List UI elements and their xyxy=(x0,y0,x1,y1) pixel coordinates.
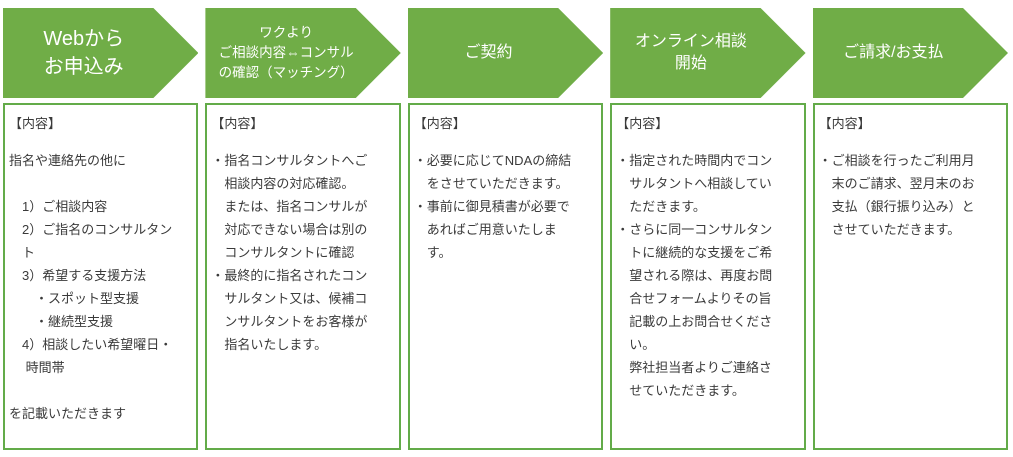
detail-body: ・必要に応じてNDAの締結 をさせていただきます。 ・事前に御見積書が必要で あ… xyxy=(413,153,572,260)
detail-heading: 【内容】 xyxy=(413,116,466,131)
step-title: Webから お申込み xyxy=(43,28,125,78)
process-step-column-4: オンライン相談 開始 【内容】 ・指定された時間内でコン サルタントへ相談してい… xyxy=(610,8,806,450)
detail-body: ・指名コンサルタントへご 相談内容の対応確認。 または、指名コンサルが 対応でき… xyxy=(211,153,368,352)
step-detail-box: 【内容】 ・ご相談を行ったご利用月 末のご請求、翌月末のお 支払（銀行振り込み）… xyxy=(812,103,1008,450)
step-arrow-billing-payment: ご請求/お支払 xyxy=(813,8,1008,98)
process-step-column-1: Webから お申込み 【内容】 指名や連絡先の他に 1）ご相談内容 2）ご指名の… xyxy=(3,8,199,450)
detail-heading: 【内容】 xyxy=(211,116,264,131)
detail-body: 指名や連絡先の他に 1）ご相談内容 2）ご指名のコンサルタン ト 3）希望する支… xyxy=(9,153,173,421)
step-title: オンライン相談 開始 xyxy=(634,33,747,72)
step-detail-box: 【内容】 ・指定された時間内でコン サルタントへ相談してい ただきます。 ・さら… xyxy=(610,103,806,450)
step-detail-box: 【内容】 ・指名コンサルタントへご 相談内容の対応確認。 または、指名コンサルが… xyxy=(205,103,401,450)
step-arrow-contract: ご契約 xyxy=(408,8,603,98)
detail-heading: 【内容】 xyxy=(9,116,62,131)
process-step-column-2: ワクより ご相談内容⇔コンサル の確認（マッチング） 【内容】 ・指名コンサルタ… xyxy=(205,8,401,450)
step-title: ワクより ご相談内容⇔コンサル の確認（マッチング） xyxy=(218,25,354,80)
step-arrow-matching: ワクより ご相談内容⇔コンサル の確認（マッチング） xyxy=(205,8,400,98)
detail-body: ・ご相談を行ったご利用月 末のご請求、翌月末のお 支払（銀行振り込み）と させて… xyxy=(818,153,975,237)
step-detail-box: 【内容】 指名や連絡先の他に 1）ご相談内容 2）ご指名のコンサルタン ト 3）… xyxy=(3,103,199,450)
detail-heading: 【内容】 xyxy=(616,116,669,131)
step-arrow-web-apply: Webから お申込み xyxy=(3,8,198,98)
step-detail-box: 【内容】 ・必要に応じてNDAの締結 をさせていただきます。 ・事前に御見積書が… xyxy=(407,103,604,450)
step-title: ご請求/お支払 xyxy=(843,44,944,61)
process-step-column-3: ご契約 【内容】 ・必要に応じてNDAの締結 をさせていただきます。 ・事前に御… xyxy=(407,8,604,450)
process-step-column-5: ご請求/お支払 【内容】 ・ご相談を行ったご利用月 末のご請求、翌月末のお 支払… xyxy=(812,8,1008,450)
detail-body: ・指定された時間内でコン サルタントへ相談してい ただきます。 ・さらに同一コン… xyxy=(616,153,773,398)
step-title: ご契約 xyxy=(464,44,513,61)
detail-heading: 【内容】 xyxy=(818,116,871,131)
step-arrow-online-consult: オンライン相談 開始 xyxy=(610,8,805,98)
